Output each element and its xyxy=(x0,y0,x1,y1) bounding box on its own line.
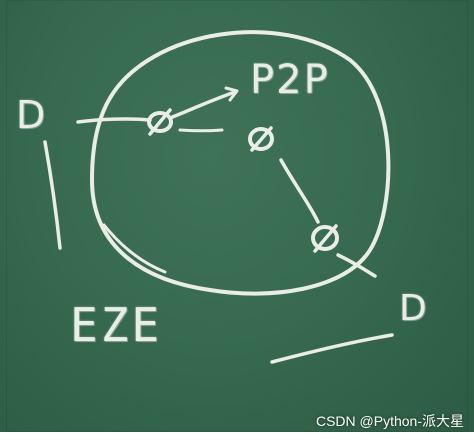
node3-symbol xyxy=(311,224,339,253)
edge-node1-to-p2p xyxy=(168,90,237,120)
lower-left-arc-stroke xyxy=(102,223,167,274)
watermark: CSDN @Python-派大星 xyxy=(315,413,464,429)
node2-symbol xyxy=(248,126,274,152)
edge-node2-to-node3 xyxy=(279,158,320,224)
d-right-tail xyxy=(270,333,394,364)
edge-d-left-to-node1 xyxy=(76,117,152,124)
diagram-drawing xyxy=(43,30,394,364)
board-frame xyxy=(6,0,468,432)
node1-side-stroke xyxy=(178,128,224,133)
e2e-label: EZE xyxy=(70,298,163,352)
device-left-label: D xyxy=(16,93,46,137)
bottom-strip xyxy=(0,432,474,441)
arrowhead-to-p2p xyxy=(224,86,239,102)
network-boundary-circle xyxy=(90,30,391,296)
node1-symbol xyxy=(147,108,173,136)
left-d-tail xyxy=(43,140,62,250)
device-right-label: D xyxy=(399,288,427,329)
edge-node3-to-d-right xyxy=(336,253,377,278)
p2p-label: P2P xyxy=(250,57,330,103)
